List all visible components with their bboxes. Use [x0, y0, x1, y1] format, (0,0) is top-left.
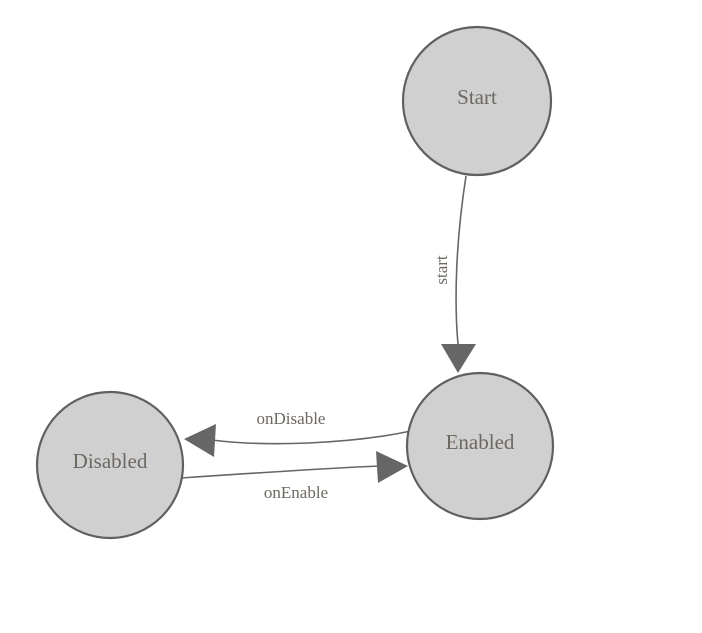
node-disabled-circle — [35, 390, 185, 540]
node-enabled-label: Enabled — [446, 430, 515, 454]
node-enabled[interactable]: Enabled — [405, 371, 555, 521]
node-start-label: Start — [457, 85, 497, 109]
node-disabled[interactable]: Disabled — [35, 390, 185, 540]
edge-disabled-to-enabled-path — [180, 465, 380, 479]
node-disabled-label: Disabled — [73, 449, 148, 473]
edge-start-to-enabled[interactable]: start — [432, 175, 476, 373]
node-enabled-circle — [405, 371, 555, 521]
node-start[interactable]: Start — [401, 25, 553, 177]
node-start-circle — [401, 25, 553, 177]
edge-disabled-to-enabled[interactable]: onEnable — [180, 451, 408, 502]
edge-enabled-to-disabled[interactable]: onDisable — [184, 409, 412, 457]
edge-enabled-to-disabled-path — [211, 430, 412, 445]
edge-label-start: start — [432, 255, 451, 285]
edge-start-to-enabled-arrowhead — [441, 344, 476, 373]
edge-disabled-to-enabled-arrowhead — [376, 451, 408, 483]
edge-label-ondisable: onDisable — [257, 409, 326, 428]
edge-enabled-to-disabled-arrowhead — [184, 424, 216, 457]
edge-label-onenable: onEnable — [264, 483, 328, 502]
edge-start-to-enabled-path — [455, 175, 467, 345]
